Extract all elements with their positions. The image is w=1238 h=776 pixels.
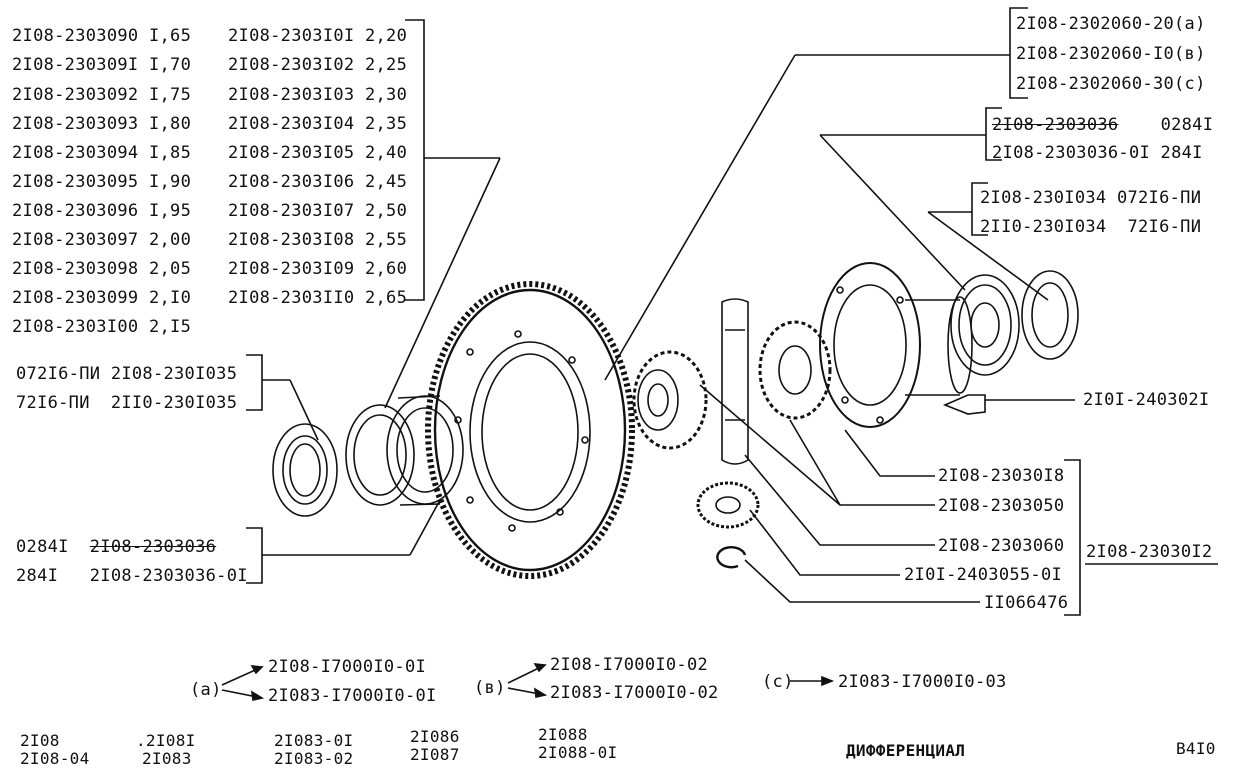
label-gear-c: 2I08-2302060-30(с): [1016, 74, 1206, 94]
shim-row: 2I08-2303098 2,05: [12, 259, 192, 279]
shim-row: 2I08-2303096 I,95: [12, 201, 192, 221]
model-2b: 2I083: [142, 749, 192, 768]
ring-gear-shape: [425, 281, 635, 579]
shim-row: 2I08-2303092 I,75: [12, 85, 192, 105]
model-4a: 2I086: [410, 727, 460, 746]
shaft-shape: [721, 298, 749, 465]
variant-a1: 2I08-I7000I0-0I: [268, 657, 427, 677]
model-5a: 2I088: [538, 725, 588, 744]
model-4b: 2I087: [410, 745, 460, 764]
assembly-bracket: [1064, 459, 1081, 616]
variant-a2: 2I083-I7000I0-0I: [268, 686, 437, 706]
gear-bracket: [1009, 7, 1028, 99]
leader-shims-2: [384, 157, 501, 409]
shim-row: 2I08-2303090 I,65: [12, 26, 192, 46]
variant-c-label: (с): [762, 672, 794, 692]
model-3b: 2I083-02: [274, 749, 354, 768]
shim-row: 2I08-2303097 2,00: [12, 230, 192, 250]
leader-bearing-right-2: [819, 134, 966, 291]
shim-row: 2I08-2303I02 2,25: [228, 55, 408, 75]
label-assembly: 2I08-23030I2: [1086, 542, 1213, 562]
label-bearing-right-a: 2I08-2303036 0284I: [992, 115, 1214, 135]
label-seal-left-a: 072I6-ПИ 2I08-230I035: [16, 364, 238, 384]
seal-left-bracket: [246, 354, 263, 411]
shim-row: 2I08-2303II0 2,65: [228, 288, 408, 308]
label-bearing-left-b: 284I 2I08-2303036-0I: [16, 566, 248, 586]
shim-row: 2I08-2303I07 2,50: [228, 201, 408, 221]
label-side-gear: 2I0I-2403055-0I: [904, 565, 1063, 585]
shim-bracket: [405, 19, 425, 301]
leader-sat-2: [699, 384, 841, 506]
label-gear-b: 2I08-2302060-I0(в): [1016, 44, 1206, 64]
variant-b1: 2I08-I7000I0-02: [550, 655, 709, 675]
shim-row: 2I08-230309I I,70: [12, 55, 192, 75]
model-2a: .2I08I: [136, 731, 196, 750]
leader-shaft: [744, 454, 935, 546]
label-gear-a: 2I08-2302060-20(а): [1016, 14, 1206, 34]
shim-row: 2I08-2303099 2,I0: [12, 288, 192, 308]
label-seal-right-b: 2II0-230I034 72I6-ПИ: [980, 217, 1202, 237]
satellite-gear-shape: [632, 350, 708, 450]
shim-row: 2I08-2303I08 2,55: [228, 230, 408, 250]
variant-c1: 2I083-I7000I0-03: [838, 672, 1007, 692]
leader-housing: [844, 429, 935, 477]
shim-row: 2I08-2303I09 2,60: [228, 259, 408, 279]
shim-row: 2I08-2303095 I,90: [12, 172, 192, 192]
model-1b: 2I08-04: [20, 749, 90, 768]
bearing-right-bracket: [985, 107, 1002, 161]
variant-a-label: (а): [190, 680, 222, 700]
strikethrough-part: 2I08-2303036: [89, 537, 217, 557]
model-3a: 2I083-0I: [274, 731, 354, 750]
seal-right-shape: [1021, 270, 1079, 360]
leader-bearing-left-2: [409, 499, 441, 556]
leader-seal-right-2: [927, 211, 1049, 301]
housing-shape: [819, 262, 973, 428]
diff-side-gear-shape: [758, 320, 832, 420]
model-5b: 2I088-0I: [538, 743, 618, 762]
shim-row: 2I08-2303I03 2,30: [228, 85, 408, 105]
seal-left-shape: [272, 423, 338, 517]
shim-row: 2I08-2303I04 2,35: [228, 114, 408, 134]
leader-gear-2: [604, 54, 796, 381]
label-seal-right-a: 2I08-230I034 072I6-ПИ: [980, 188, 1202, 208]
page-title: ДИФФЕРЕНЦИАЛ: [846, 741, 966, 760]
page-number: B4I0: [1176, 739, 1216, 758]
shim-row: 2I08-2303094 I,85: [12, 143, 192, 163]
side-gear-shape: [696, 481, 760, 529]
bearing-left-bracket: [246, 527, 263, 584]
label-housing: 2I08-23030I8: [938, 466, 1065, 486]
bearing-right-shape: [950, 274, 1020, 376]
leader-sat: [789, 419, 935, 506]
shim-row: 2I08-2303I00 2,I5: [12, 317, 192, 337]
shim-row: 2I08-2303093 I,80: [12, 114, 192, 134]
label-shaft: 2I08-2303060: [938, 536, 1065, 556]
model-1a: 2I08: [20, 731, 60, 750]
shim-row: 2I08-2303I05 2,40: [228, 143, 408, 163]
shim-row: 2I08-2303I06 2,45: [228, 172, 408, 192]
label-ring: II066476: [984, 593, 1069, 613]
leader-side: [749, 509, 900, 576]
bolt-shape: [942, 394, 986, 415]
shim-row: 2I08-2303I0I 2,20: [228, 26, 408, 46]
variant-b-label: (в): [474, 678, 506, 698]
variant-b2: 2I083-I7000I0-02: [550, 683, 719, 703]
strikethrough-part: 2I08-2303036: [992, 115, 1119, 135]
label-bearing-left-a: 0284I 2I08-2303036: [16, 537, 217, 557]
bearing-left-shape: [345, 395, 464, 506]
label-satellite-gear: 2I08-2303050: [938, 496, 1065, 516]
leader-ring: [744, 559, 980, 603]
leader-seal-left-2: [289, 379, 319, 441]
label-seal-left-b: 72I6-ПИ 2II0-230I035: [16, 393, 238, 413]
seal-right-bracket: [971, 182, 988, 236]
variant-arrows: [221, 663, 835, 701]
snap-ring-shape: [716, 546, 747, 569]
label-bolt: 2I0I-240302I: [1083, 390, 1210, 410]
label-bearing-right-b: 2I08-2303036-0I 284I: [992, 143, 1203, 163]
